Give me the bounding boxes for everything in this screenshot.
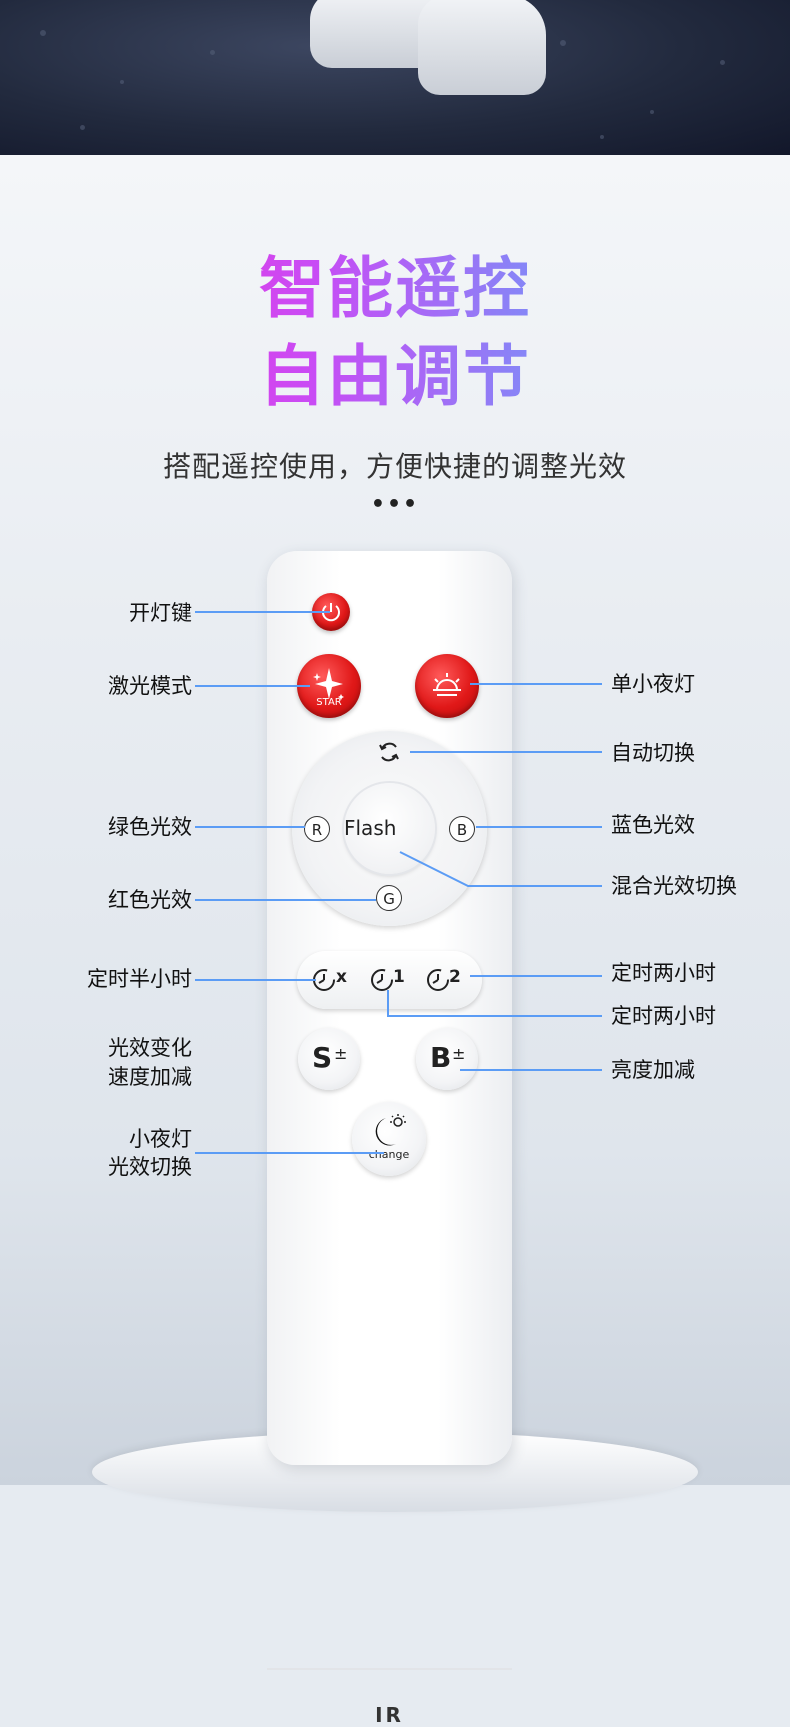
remote-seam xyxy=(267,1668,512,1670)
subtitle: 搭配遥控使用，方便快捷的调整光效 xyxy=(162,450,627,483)
headline-line-1: 智能遥控 xyxy=(0,250,790,328)
night-light-button[interactable] xyxy=(415,654,479,718)
speed-adjust-button[interactable]: S ± xyxy=(298,1028,360,1090)
brightness-plus-minus: ± xyxy=(452,1044,466,1063)
remote-control: STAR Flash R B G x xyxy=(267,551,512,1727)
laser-star-button[interactable]: STAR xyxy=(297,654,361,718)
label-red-effect: 红色光效 xyxy=(108,888,192,912)
flash-button[interactable]: Flash xyxy=(344,783,435,874)
label-small-night-light: 单小夜灯 xyxy=(611,672,695,696)
sparkle-icon xyxy=(313,668,344,700)
label-timer-half: 定时半小时 xyxy=(87,967,192,991)
sunrise-icon xyxy=(433,673,461,696)
change-label: change xyxy=(368,1148,410,1161)
label-timer-two-b: 定时两小时 xyxy=(611,1004,716,1028)
ir-label: IR xyxy=(375,1703,404,1727)
brightness-letter: B xyxy=(430,1041,452,1074)
label-blue-effect: 蓝色光效 xyxy=(611,813,695,837)
auto-switch-icon[interactable] xyxy=(374,737,404,767)
label-night-switch-line-1: 小夜灯 xyxy=(129,1127,192,1151)
timer-two-hour-button[interactable]: 2 xyxy=(425,963,469,997)
timer-one-hour-button[interactable]: 1 xyxy=(369,963,413,997)
label-brightness: 亮度加减 xyxy=(611,1058,695,1082)
brightness-adjust-button[interactable]: B ± xyxy=(416,1028,478,1090)
clock-icon xyxy=(371,969,393,991)
clock-icon xyxy=(427,969,449,991)
color-control-ring: Flash R B G xyxy=(292,731,487,926)
speed-letter: S xyxy=(312,1041,333,1074)
timer-button-group: x 1 2 xyxy=(297,951,482,1009)
timer-2-label: 2 xyxy=(449,967,461,987)
green-effect-button[interactable]: G xyxy=(376,885,402,911)
blue-effect-button[interactable]: B xyxy=(449,816,475,842)
star-label: STAR xyxy=(316,697,342,708)
astronaut-right-boot xyxy=(418,0,546,95)
label-green-effect: 绿色光效 xyxy=(108,815,192,839)
clock-icon xyxy=(313,969,335,991)
label-auto-switch: 自动切换 xyxy=(611,741,695,765)
hero-photo-strip xyxy=(0,0,790,155)
timer-x-label: x xyxy=(336,967,347,987)
label-laser-mode: 激光模式 xyxy=(108,674,192,698)
label-power: 开灯键 xyxy=(129,601,192,625)
timer-1-label: 1 xyxy=(393,967,405,987)
headline-line-2: 自由调节 xyxy=(0,338,790,416)
power-icon xyxy=(322,603,340,622)
label-night-switch-line-2: 光效切换 xyxy=(108,1155,192,1179)
night-light-change-button[interactable]: change xyxy=(352,1102,426,1176)
label-speed-line-1: 光效变化 xyxy=(108,1036,192,1060)
moon-sun-icon xyxy=(375,1114,406,1146)
label-speed-line-2: 速度加减 xyxy=(108,1065,192,1089)
power-button[interactable] xyxy=(312,593,350,631)
ellipsis-dots: ••• xyxy=(370,492,420,517)
timer-half-hour-button[interactable]: x xyxy=(311,963,355,997)
red-effect-button[interactable]: R xyxy=(304,816,330,842)
speed-plus-minus: ± xyxy=(334,1044,348,1063)
label-timer-two-a: 定时两小时 xyxy=(611,961,716,985)
label-mixed-switch: 混合光效切换 xyxy=(611,874,737,898)
